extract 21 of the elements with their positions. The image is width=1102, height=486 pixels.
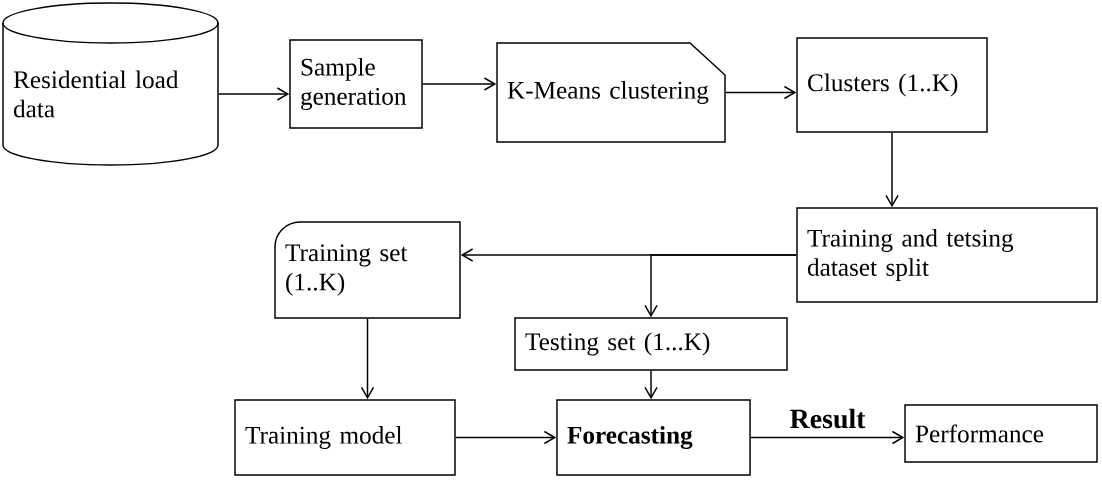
arrow [217, 87, 290, 101]
process-box: Sample generation [289, 39, 423, 129]
process-box: Clusters (1..K) [796, 37, 988, 133]
process-box: Training model [234, 399, 456, 476]
edge-label: Result [790, 408, 866, 429]
database-cylinder: Residential load data [2, 2, 219, 166]
data-box: Training set (1..K) [274, 221, 461, 319]
process-box: K-Means clustering [496, 42, 726, 143]
arrow [885, 132, 899, 208]
arrow [644, 254, 797, 318]
arrow [455, 430, 557, 445]
arrow [725, 85, 797, 100]
arrow [360, 318, 375, 400]
arrow [422, 77, 497, 91]
process-box: Performance [904, 404, 1098, 463]
arrow [644, 370, 658, 400]
arrow [750, 430, 905, 445]
process-box: Testing set (1...K) [514, 317, 788, 371]
process-box: Training and tetsing dataset split [796, 207, 1098, 303]
node-label: Residential load data [13, 70, 179, 118]
process-box: Forecasting [556, 399, 751, 476]
